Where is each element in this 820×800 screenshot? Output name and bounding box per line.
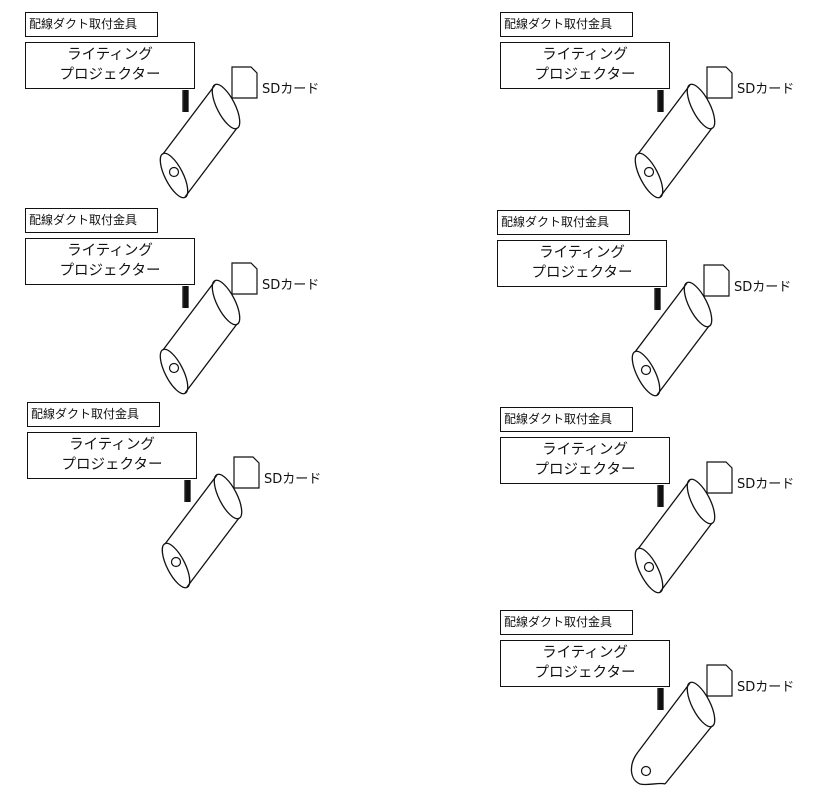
mount-label: 配線ダクト取付金具: [497, 210, 630, 235]
projector-label: ライティング プロジェクター: [25, 238, 195, 285]
projector-label-line1: ライティング: [542, 645, 628, 661]
sd-card-icon: [233, 456, 260, 489]
mount-label: 配線ダクト取付金具: [27, 402, 160, 427]
sd-card-label: SDカード: [734, 280, 792, 295]
projector-label-line2: プロジェクター: [61, 457, 163, 473]
mount-label: 配線ダクト取付金具: [25, 12, 158, 37]
projector-unit: 配線ダクト取付金具 ライティング プロジェクター SDカード: [500, 610, 794, 800]
projector-label: ライティング プロジェクター: [25, 42, 195, 89]
sd-card-icon: [706, 66, 733, 99]
projector-icon: [630, 681, 716, 786]
projector-label-line2: プロジェクター: [59, 263, 161, 279]
projector-label-line2: プロジェクター: [531, 265, 633, 281]
projector-icon: [161, 473, 243, 589]
projector-label-line2: プロジェクター: [534, 462, 636, 478]
mount-label: 配線ダクト取付金具: [500, 407, 633, 432]
projector-label-line2: プロジェクター: [534, 665, 636, 681]
projector-unit: 配線ダクト取付金具 ライティング プロジェクター SDカード: [27, 402, 321, 592]
mount-label: 配線ダクト取付金具: [500, 12, 633, 37]
projector-icon: [631, 281, 713, 397]
projector-label-line1: ライティング: [67, 47, 153, 63]
sd-card-label: SDカード: [262, 82, 320, 97]
sd-card-label: SDカード: [264, 472, 322, 487]
projector-label: ライティング プロジェクター: [500, 42, 670, 89]
projector-unit: 配線ダクト取付金具 ライティング プロジェクター SDカード: [25, 208, 319, 398]
projector-label: ライティング プロジェクター: [27, 432, 197, 479]
sd-card-label: SDカード: [737, 680, 795, 695]
projector-label-line1: ライティング: [69, 437, 155, 453]
sd-card-icon: [706, 461, 733, 494]
projector-label-line1: ライティング: [542, 442, 628, 458]
sd-card-label: SDカード: [737, 477, 795, 492]
projector-unit: 配線ダクト取付金具 ライティング プロジェクター SDカード: [500, 12, 794, 202]
projector-label-line1: ライティング: [539, 245, 625, 261]
projector-icon: [634, 478, 716, 594]
mount-label: 配線ダクト取付金具: [500, 610, 633, 635]
projector-unit: 配線ダクト取付金具 ライティング プロジェクター SDカード: [500, 407, 794, 597]
sd-card-label: SDカード: [737, 82, 795, 97]
projector-label-line1: ライティング: [67, 243, 153, 259]
projector-unit: 配線ダクト取付金具 ライティング プロジェクター SDカード: [497, 210, 791, 400]
sd-card-icon: [706, 664, 733, 697]
projector-label: ライティング プロジェクター: [500, 640, 670, 687]
mount-label: 配線ダクト取付金具: [25, 208, 158, 233]
projector-label: ライティング プロジェクター: [500, 437, 670, 484]
sd-card-icon: [703, 264, 730, 297]
projector-label-line2: プロジェクター: [59, 67, 161, 83]
sd-card-label: SDカード: [262, 278, 320, 293]
projector-label-line2: プロジェクター: [534, 67, 636, 83]
projector-unit: 配線ダクト取付金具 ライティング プロジェクター SDカード: [25, 12, 319, 202]
sd-card-icon: [231, 66, 258, 99]
projector-label: ライティング プロジェクター: [497, 240, 667, 287]
projector-icon: [634, 83, 716, 199]
sd-card-icon: [231, 262, 258, 295]
projector-icon: [159, 83, 241, 199]
projector-icon: [159, 279, 241, 395]
projector-label-line1: ライティング: [542, 47, 628, 63]
